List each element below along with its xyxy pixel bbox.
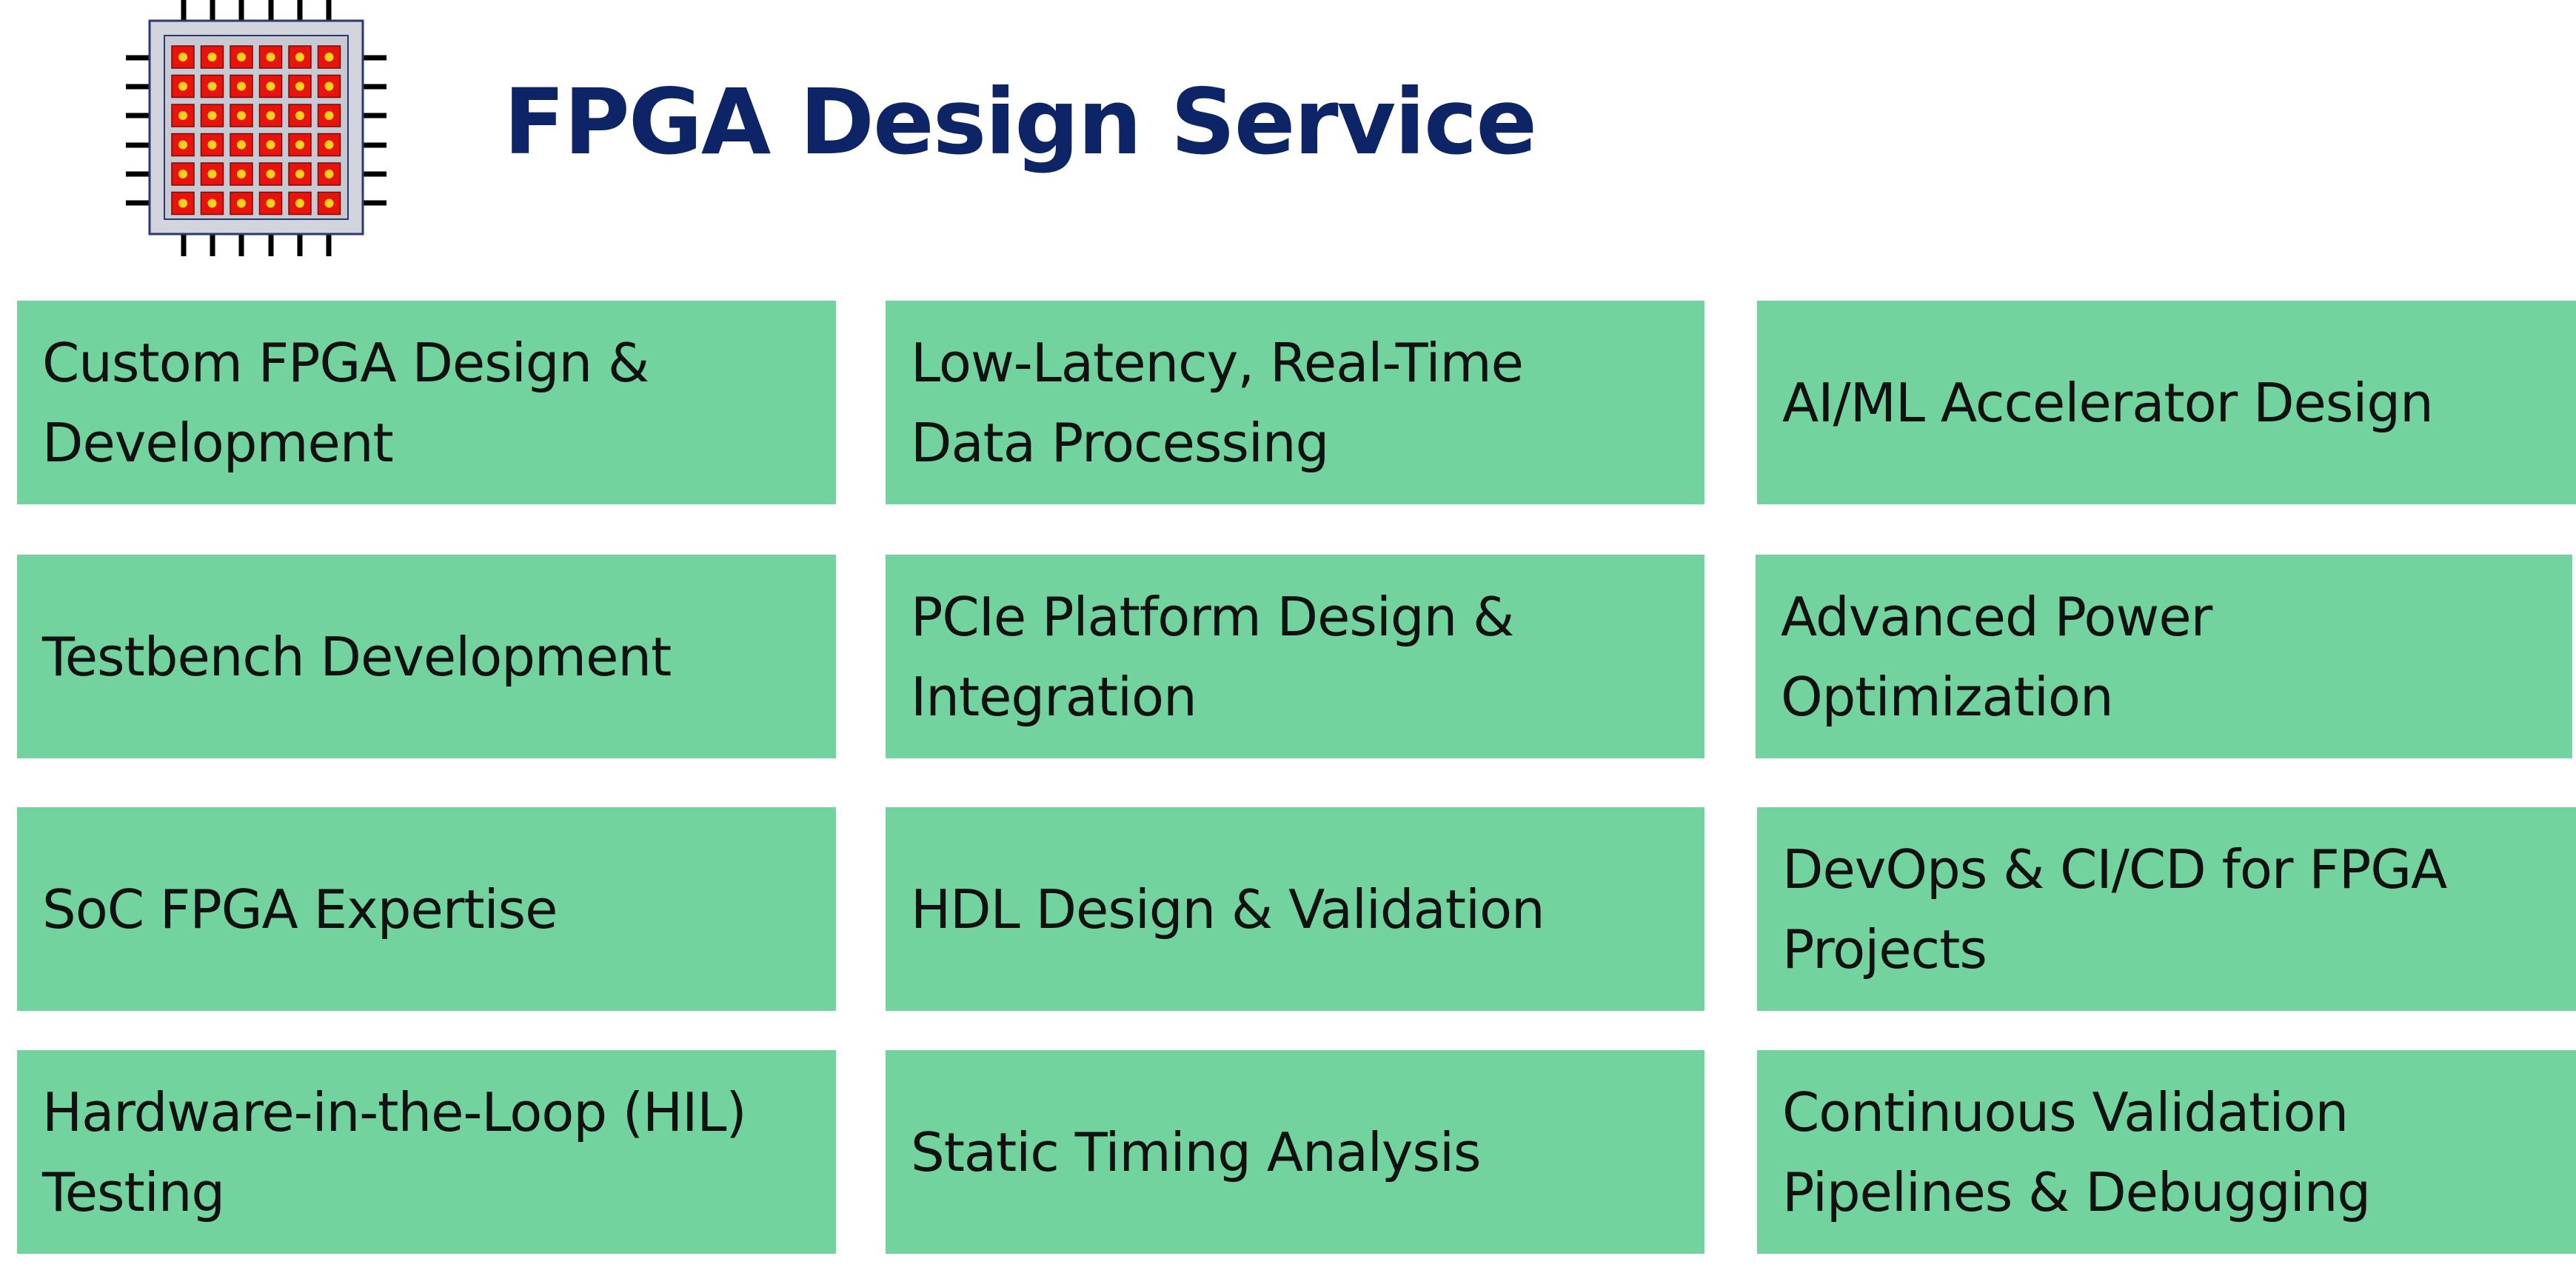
service-tile-hdl-design-validation: HDL Design & Validation	[886, 807, 1704, 1011]
chip-cell-core	[178, 140, 187, 150]
chip-cell-core	[295, 198, 304, 208]
service-tile-label: Custom FPGA Design & Development	[42, 331, 649, 474]
service-tile-label: SoC FPGA Expertise	[42, 878, 558, 941]
service-tile-label: PCIe Platform Design & Integration	[911, 585, 1514, 728]
chip-cell-core	[266, 170, 275, 178]
chip-inner-frame	[164, 35, 349, 220]
chip-cell-core	[324, 81, 334, 91]
service-tile-label: HDL Design & Validation	[911, 878, 1545, 941]
chip-cell-core	[266, 140, 275, 150]
chip-cell-core	[178, 111, 187, 120]
service-tile-static-timing-analysis: Static Timing Analysis	[886, 1050, 1704, 1254]
chip-cell-core	[207, 140, 217, 150]
service-tile-label: Continuous Validation Pipelines & Debugg…	[1782, 1080, 2371, 1223]
chip-cell-core	[324, 111, 334, 120]
service-tile-label: Advanced Power Optimization	[1781, 585, 2212, 728]
chip-cell-core	[295, 53, 304, 61]
chip-logic-cell	[288, 133, 312, 157]
chip-cell-core	[266, 81, 275, 91]
service-tile-label: AI/ML Accelerator Design	[1782, 371, 2434, 434]
service-tile-label: Hardware-in-the-Loop (HIL) Testing	[42, 1080, 747, 1223]
chip-logic-cell	[258, 162, 283, 186]
service-tile-ai-ml-accelerator: AI/ML Accelerator Design	[1757, 301, 2576, 504]
service-tile-continuous-validation: Continuous Validation Pipelines & Debugg…	[1757, 1050, 2576, 1254]
chip-cell-core	[237, 53, 246, 61]
chip-cell-core	[295, 170, 304, 178]
chip-cell-core	[324, 198, 334, 208]
fpga-chip-icon	[126, 0, 387, 256]
chip-cell-core	[207, 170, 217, 178]
chip-cell-core	[295, 81, 304, 91]
page-title: FPGA Design Service	[504, 70, 1537, 175]
chip-cell-core	[324, 53, 334, 61]
chip-cell-core	[207, 81, 217, 91]
chip-cell-core	[178, 198, 187, 208]
chip-cell-core	[237, 81, 246, 91]
chip-cell-core	[295, 140, 304, 150]
service-tile-pcie-platform: PCIe Platform Design & Integration	[886, 555, 1704, 758]
service-tile-custom-fpga-design: Custom FPGA Design & Development	[17, 301, 836, 504]
service-tile-soc-fpga-expertise: SoC FPGA Expertise	[17, 807, 836, 1011]
service-tile-testbench-development: Testbench Development	[17, 555, 836, 758]
chip-cell-core	[207, 53, 217, 61]
service-tile-label: Static Timing Analysis	[911, 1120, 1482, 1183]
chip-cell-core	[207, 198, 217, 208]
chip-cell-core	[266, 198, 275, 208]
service-tile-label: Low-Latency, Real-Time Data Processing	[911, 331, 1524, 474]
service-tile-devops-ci-cd: DevOps & CI/CD for FPGA Projects	[1757, 807, 2576, 1011]
chip-cell-core	[178, 170, 187, 178]
chip-cell-core	[178, 53, 187, 61]
chip-logic-cell	[171, 45, 195, 69]
chip-cell-core	[207, 111, 217, 120]
chip-cell-core	[178, 81, 187, 91]
chip-cell-core	[324, 140, 334, 150]
service-tile-low-latency-processing: Low-Latency, Real-Time Data Processing	[886, 301, 1704, 504]
chip-cell-core	[237, 198, 246, 208]
service-tile-hardware-in-the-loop: Hardware-in-the-Loop (HIL) Testing	[17, 1050, 836, 1254]
chip-cell-core	[324, 170, 334, 178]
service-tile-label: Testbench Development	[42, 625, 672, 688]
chip-logic-cell	[258, 191, 283, 216]
chip-cell-core	[237, 170, 246, 178]
chip-cell-core	[237, 111, 246, 120]
chip-cell-core	[266, 111, 275, 120]
service-tile-advanced-power-optimization: Advanced Power Optimization	[1756, 555, 2572, 758]
service-tile-label: DevOps & CI/CD for FPGA Projects	[1782, 838, 2447, 981]
chip-cell-core	[237, 140, 246, 150]
chip-cell-core	[266, 53, 275, 61]
chip-cells	[171, 45, 341, 216]
chip-cell-core	[295, 111, 304, 120]
